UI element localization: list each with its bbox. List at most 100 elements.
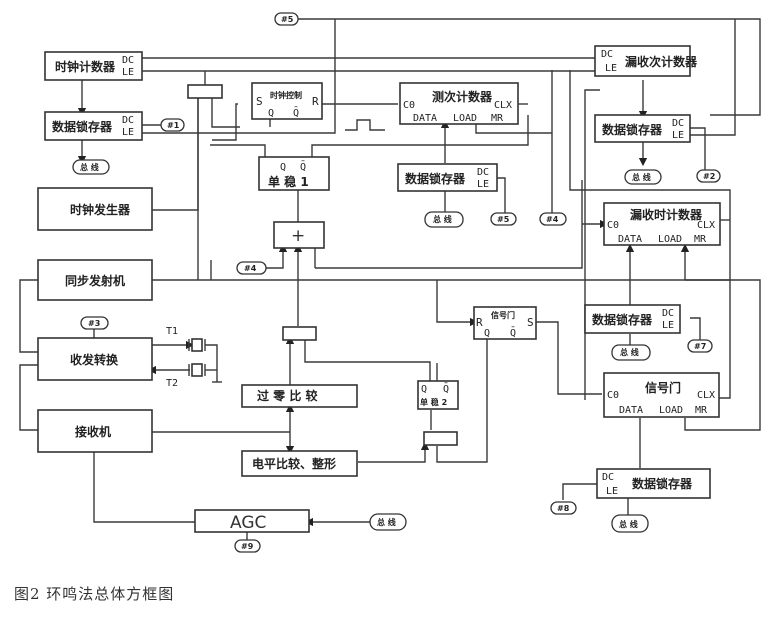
transducer-icon: T1 T2 (166, 326, 222, 389)
svg-text:#1: #1 (167, 121, 180, 130)
svg-text:DATA: DATA (619, 405, 643, 416)
tag-w9: #9 (234, 539, 261, 553)
wire-miss-le (584, 89, 600, 400)
svg-text:Q̄: Q̄ (510, 326, 516, 339)
svg-text:Q: Q (421, 384, 427, 395)
svg-text:过 零 比 较: 过 零 比 较 (257, 388, 318, 403)
svg-text:#9: #9 (241, 542, 254, 551)
svg-text:C0: C0 (607, 390, 619, 401)
or-gate-block: + (273, 221, 325, 249)
wire-level-sel3 (358, 441, 430, 463)
tag-bus-5: 总 线 (611, 514, 649, 533)
svg-text:#2: #2 (703, 172, 715, 181)
wire-rx-agc (93, 452, 195, 523)
svg-text:收发转换: 收发转换 (70, 352, 119, 367)
svg-text:DC: DC (662, 308, 674, 319)
signal-gate-counter-block: 信号门 C0 CLX DATA LOAD MR (603, 372, 720, 418)
tag-bus-6: 总 线 (369, 513, 407, 531)
svg-text:单 稳 2: 单 稳 2 (420, 397, 447, 407)
svg-text:信号门: 信号门 (645, 380, 681, 395)
svg-text:数据锁存器: 数据锁存器 (632, 476, 693, 491)
svg-text:R: R (312, 95, 319, 108)
svg-text:同步发射机: 同步发射机 (65, 273, 125, 288)
svg-text:DC: DC (672, 118, 684, 129)
wire-gate-s (212, 103, 238, 141)
svg-text:#3: #3 (88, 319, 100, 328)
wire-latch2-top (690, 19, 736, 136)
svg-text:CLX: CLX (494, 100, 512, 111)
svg-text:数据锁存器: 数据锁存器 (405, 171, 466, 186)
svg-text:总 线: 总 线 (632, 172, 651, 182)
tag-w2: #2 (696, 169, 721, 183)
svg-text:#7: #7 (694, 342, 706, 351)
wire-os1-left (210, 144, 266, 157)
svg-text:数据锁存器: 数据锁存器 (592, 312, 653, 327)
tag-w5-top: #5 (274, 12, 299, 26)
svg-text:LE: LE (672, 130, 684, 141)
wire-latch2-w2 (690, 127, 706, 170)
wire-w4-or (266, 243, 288, 269)
svg-text:MR: MR (695, 405, 708, 416)
wire-os1-right (311, 115, 529, 157)
svg-text:LE: LE (605, 63, 617, 74)
tag-bus-1: 总 线 (72, 159, 110, 175)
svg-text:S: S (527, 316, 534, 329)
tag-w5-mid: #5 (490, 212, 517, 226)
wire-sel2-os2 (304, 340, 431, 382)
svg-text:R: R (476, 316, 483, 329)
signal-gate-ff-block: 信号门 R S Q Q̄ (473, 306, 537, 340)
svg-text:Q: Q (484, 328, 490, 339)
svg-text:MR: MR (491, 113, 504, 124)
wire-latch7-w7 (690, 317, 701, 340)
svg-text:LE: LE (122, 67, 134, 78)
wire-mc-mr (475, 124, 552, 134)
svg-text:数据锁存器: 数据锁存器 (602, 122, 663, 137)
tag-w8: #8 (550, 501, 577, 515)
svg-text:CLX: CLX (697, 220, 715, 231)
svg-text:单 稳 1: 单 稳 1 (268, 174, 309, 189)
svg-text:CLX: CLX (697, 390, 715, 401)
wire-or-long (315, 180, 583, 269)
tag-w4-left: #4 (236, 261, 267, 275)
svg-text:时钟发生器: 时钟发生器 (70, 202, 131, 217)
wire-switch-rx (19, 364, 38, 431)
svg-text:T1: T1 (166, 326, 178, 337)
svg-text:测次计数器: 测次计数器 (432, 89, 493, 104)
wire-right-loop (569, 70, 731, 399)
data-latch-2-block: 数据锁存器 DC LE (594, 114, 691, 143)
selector-box-mid (282, 326, 317, 341)
receiver-block: 接收机 (37, 409, 153, 453)
svg-text:LE: LE (122, 127, 134, 138)
svg-text:Q: Q (268, 108, 274, 119)
clock-gate-ff-block: 时钟控制 S R Q Q̄ (251, 82, 323, 120)
svg-text:T2: T2 (166, 378, 178, 389)
svg-text:C0: C0 (403, 100, 415, 111)
svg-text:#5: #5 (497, 215, 510, 224)
svg-text:DC: DC (601, 49, 613, 60)
svg-text:电平比较、整形: 电平比较、整形 (252, 456, 336, 471)
wire-main-ff-r (436, 280, 479, 327)
svg-text:漏收时计数器: 漏收时计数器 (630, 207, 703, 222)
miss-count-counter-block: DC LE 漏收次计数器 (594, 45, 698, 77)
svg-text:信号门: 信号门 (491, 310, 515, 320)
svg-text:DC: DC (602, 472, 614, 483)
svg-text:Q̄: Q̄ (293, 106, 299, 119)
svg-text:Q̄: Q̄ (300, 160, 306, 173)
svg-text:数据锁存器: 数据锁存器 (52, 119, 113, 134)
tag-w7: #7 (687, 339, 713, 353)
wire-ff-s-co (536, 321, 602, 395)
svg-text:时钟计数器: 时钟计数器 (55, 59, 116, 74)
svg-text:Q: Q (280, 162, 286, 173)
tag-bus-2: 总 线 (424, 200, 464, 228)
pulse-icon (345, 119, 385, 131)
measure-counter-block: 测次计数器 C0 CLX DATA LOAD MR (399, 82, 519, 125)
tag-w3: #3 (80, 316, 109, 330)
sync-transmitter-block: 同步发射机 (37, 259, 153, 301)
svg-text:DC: DC (477, 167, 489, 178)
block-diagram: 时钟计数器 DC LE 数据锁存器 DC LE 时钟发生器 同步发射机 收发转换… (19, 12, 761, 553)
svg-text:总 线: 总 线 (620, 347, 639, 357)
tag-bus-3: 总 线 (624, 169, 662, 185)
data-latch-7-block: 数据锁存器 DC LE (584, 304, 681, 334)
svg-text:MR: MR (694, 234, 707, 245)
agc-block: AGC (194, 509, 310, 533)
